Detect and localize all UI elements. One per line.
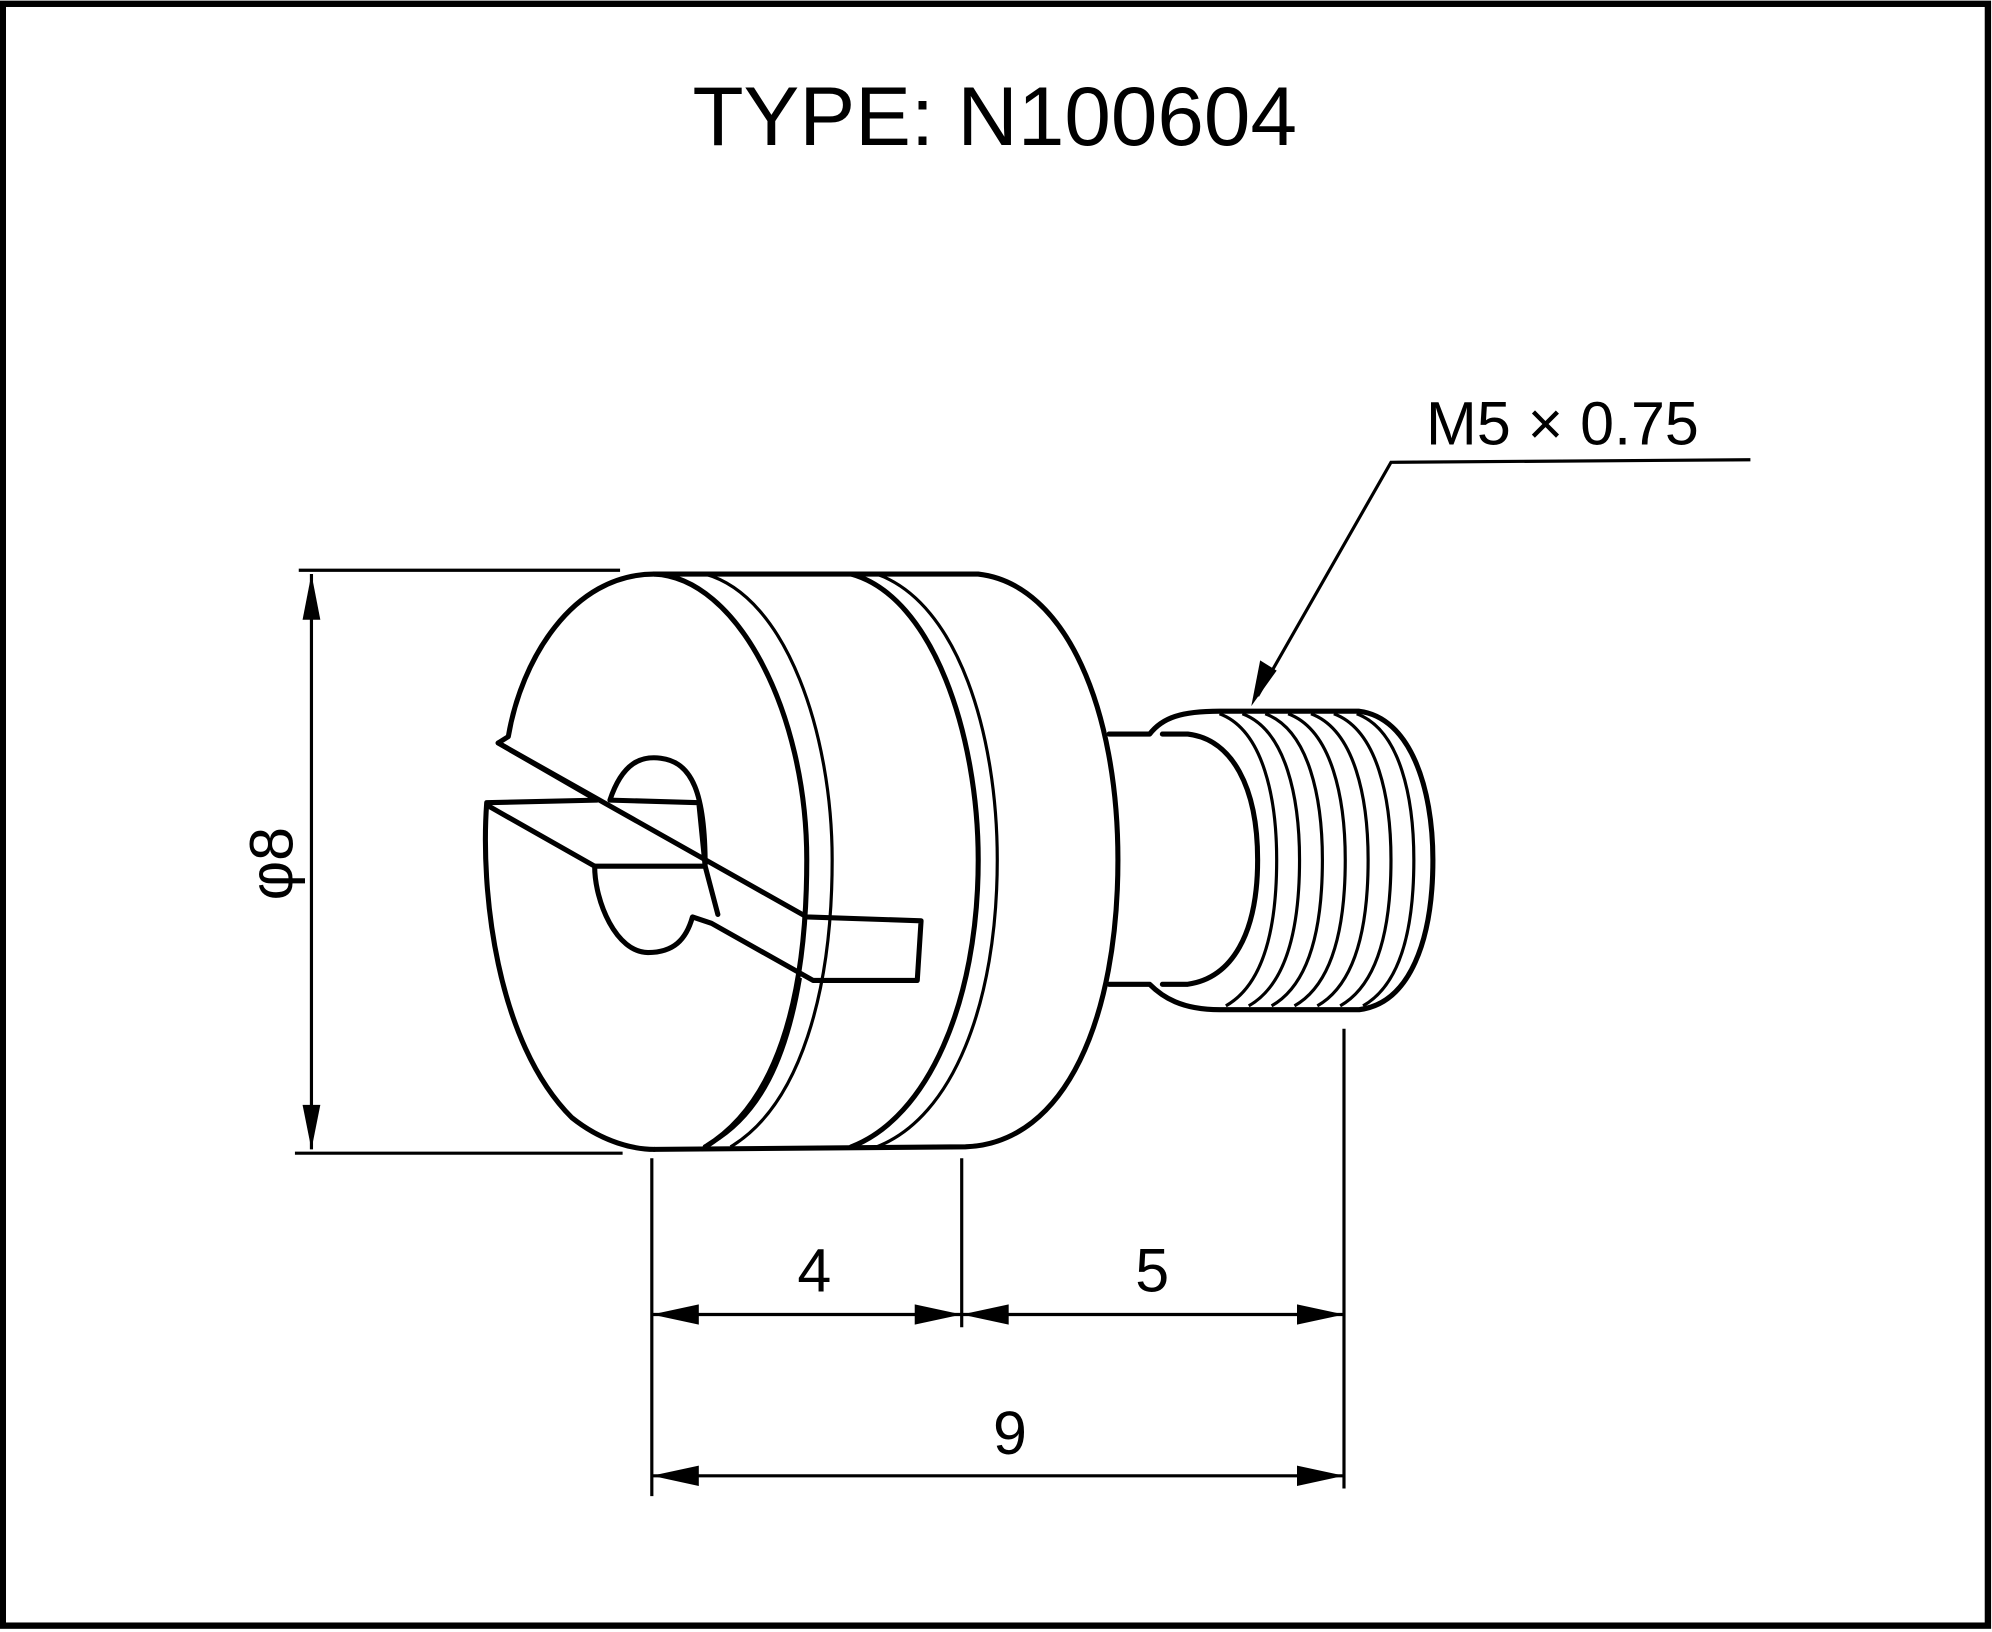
diameter-dimension: φ8 xyxy=(237,568,623,1155)
head-length-label: 4 xyxy=(797,1237,831,1305)
length-dimensions: 4 5 9 xyxy=(650,1028,1346,1497)
drawing-title: TYPE: N100604 xyxy=(692,69,1297,163)
thread-spec-label: M5 × 0.75 xyxy=(1426,390,1699,458)
thread-callout: M5 × 0.75 xyxy=(1251,390,1751,707)
thread-length-label: 5 xyxy=(1135,1237,1169,1305)
total-length-label: 9 xyxy=(993,1399,1027,1467)
diameter-label: φ8 xyxy=(237,827,305,900)
nozzle-head xyxy=(482,571,1121,1152)
threaded-stem xyxy=(1106,708,1436,1013)
